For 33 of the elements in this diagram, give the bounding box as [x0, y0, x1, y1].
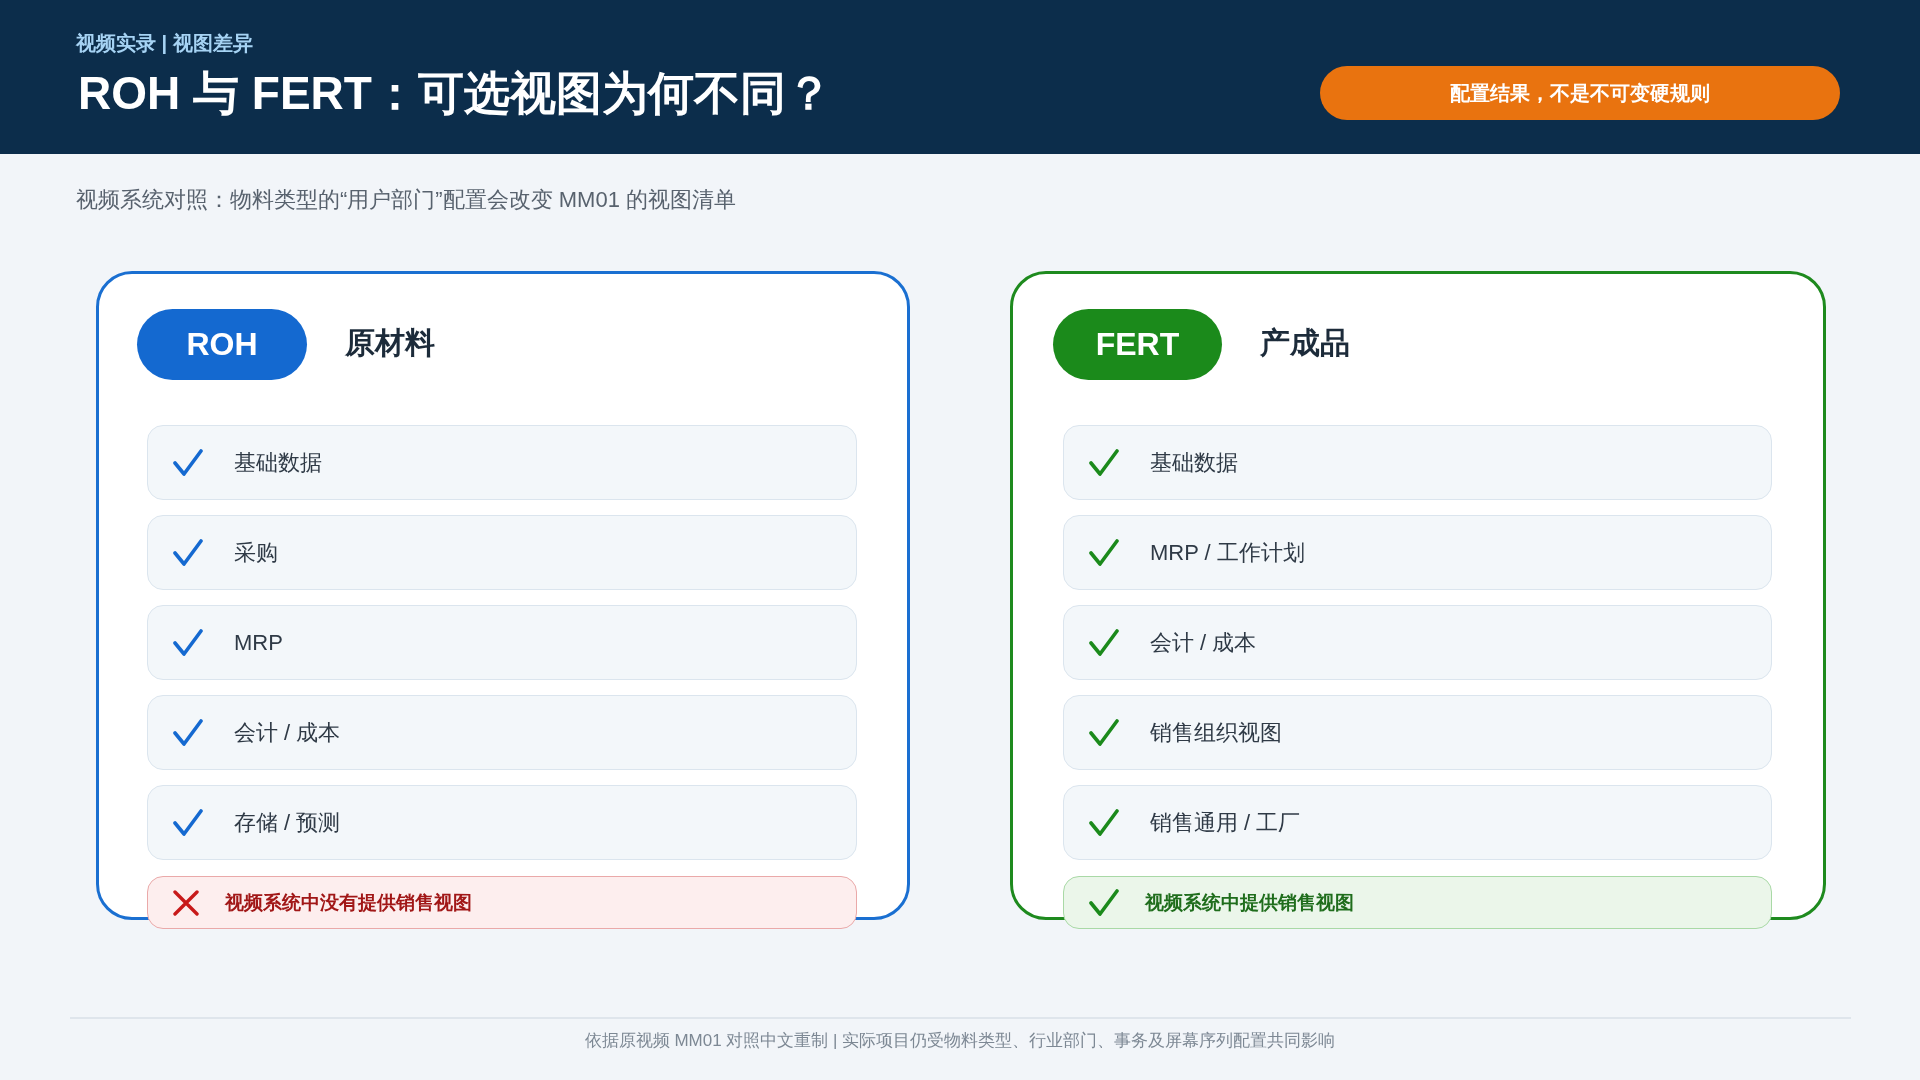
view-row: [147, 425, 857, 500]
view-name: MRP / 工作计划: [1150, 538, 1305, 567]
view-name: 销售组织视图: [1150, 718, 1282, 747]
view-name: 采购: [234, 538, 278, 567]
view-name: 视频系统中提供销售视图: [1145, 890, 1354, 915]
view-name: 销售通用 / 工厂: [1150, 808, 1301, 837]
panel-heading: 原材料: [345, 325, 435, 361]
missing-view-row: [147, 876, 857, 929]
view-row: [147, 785, 857, 860]
view-name: 会计 / 成本: [234, 718, 341, 747]
footer-note: 依据原视频 MM01 对照中文重制 | 实际项目仍受物料类型、行业部门、事务及屏幕序列配置共同影响: [584, 1030, 1336, 1052]
view-row: [1063, 605, 1772, 680]
subtitle-text: 视频系统对照：物料类型的“用户部门”配置会改变 MM01 的视图清单: [76, 186, 736, 214]
page-title: ROH 与 FERT：可选视图为何不同？: [78, 66, 832, 121]
view-name: 视频系统中没有提供销售视图: [225, 890, 472, 915]
view-row: [1063, 425, 1772, 500]
note-pill: 配置结果，不是不可变硬规则: [1320, 66, 1840, 120]
material-type-pill: ROH: [137, 309, 307, 380]
view-row: [147, 695, 857, 770]
view-row: [147, 605, 857, 680]
view-name: 基础数据: [234, 448, 322, 477]
material-type-pill: FERT: [1053, 309, 1222, 380]
view-name: 基础数据: [1150, 448, 1238, 477]
provided-view-row: [1063, 876, 1772, 929]
kicker-text: 视频实录 | 视图差异: [76, 31, 253, 56]
view-name: MRP: [234, 628, 283, 657]
view-row: [1063, 515, 1772, 590]
view-name: 存储 / 预测: [234, 808, 341, 837]
view-row: [1063, 785, 1772, 860]
view-row: [147, 515, 857, 590]
view-name: 会计 / 成本: [1150, 628, 1257, 657]
panel-heading: 产成品: [1260, 325, 1350, 361]
view-row: [1063, 695, 1772, 770]
